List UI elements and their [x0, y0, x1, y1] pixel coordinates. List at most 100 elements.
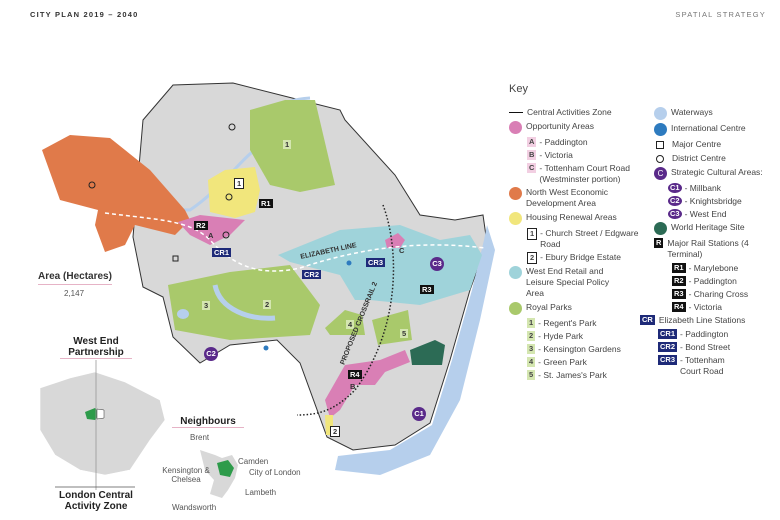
opportunity-area-b [325, 350, 410, 418]
badge: R2 [672, 276, 686, 286]
key-item: - Paddington [680, 329, 729, 339]
key-item: - Bond Street [680, 342, 731, 352]
housing-area-2 [325, 415, 333, 435]
key-column-left: Central Activities Zone Opportunity Area… [509, 107, 644, 383]
international-centre-icon [654, 123, 667, 136]
inset-caz-title: London Central Activity Zone [59, 490, 133, 512]
waterway-thames [335, 225, 495, 475]
badge: CR2 [658, 342, 678, 352]
key-item: - Regent's Park [538, 318, 597, 328]
badge: 1 [527, 318, 536, 328]
park-regents [250, 100, 335, 192]
caz-line-icon [509, 112, 523, 113]
badge: CR3 [658, 355, 678, 365]
key-item: - Charing Cross [688, 289, 749, 299]
neighbour-city-of-london: City of London [249, 468, 301, 477]
badge: 2 [527, 252, 538, 264]
key-item: - St. James's Park [538, 370, 607, 380]
key-cultural: Strategic Cultural Areas: [671, 167, 763, 177]
opportunity-icon [509, 121, 522, 134]
key-waterways: Waterways [671, 107, 713, 117]
badge: 3 [527, 344, 536, 354]
badge: R3 [672, 289, 686, 299]
neighbour-brent: Brent [190, 433, 210, 442]
badge: R1 [672, 263, 686, 273]
housing-area-1 [208, 167, 260, 218]
key-item: - Ebury Bridge Estate [540, 252, 621, 262]
housing-icon [509, 212, 522, 225]
elizabeth-line-icon: CR [640, 315, 655, 325]
key-nw: North West Economic Development Area [526, 187, 609, 208]
round-pond [177, 309, 189, 319]
neighbour-kensington-chelsea: Kensington & Chelsea [162, 466, 210, 484]
nw-economic-area [42, 135, 190, 252]
badge: 5 [527, 370, 536, 380]
badge: B [527, 150, 537, 160]
major-centre-icon [656, 141, 664, 149]
key-item: - Marylebone [688, 263, 739, 273]
key-item: - Knightsbridge [684, 196, 742, 206]
serpentine [212, 284, 276, 321]
nw-area-icon [509, 187, 522, 200]
neighbours-title: Neighbours [172, 416, 244, 428]
key-item: - Tottenham Court Road [680, 355, 725, 376]
key-item: - Hyde Park [538, 331, 584, 341]
world-heritage-site [410, 340, 445, 365]
badge: C2 [668, 196, 682, 206]
badge: 4 [527, 357, 536, 367]
key-item: - Victoria [688, 302, 722, 312]
document-title: CITY PLAN 2019 – 2040 [30, 10, 139, 19]
key-eliz: Elizabeth Line Stations [658, 315, 746, 325]
key-item: - Paddington [688, 276, 737, 286]
west-end-icon [509, 266, 522, 279]
crossrail-2-line [296, 204, 395, 416]
map-key: Key Central Activities Zone Opportunity … [509, 84, 779, 383]
badge: C1 [668, 183, 682, 193]
district-centre-icon [656, 155, 664, 163]
area-value: 2,147 [64, 289, 85, 298]
key-opportunity: Opportunity Areas [526, 121, 595, 131]
key-west-end: West End Retail and Leisure Special Poli… [526, 266, 610, 298]
international-centre-icon [346, 260, 352, 266]
key-title: Key [509, 83, 528, 95]
inset-west-end-title: West End Partnership [60, 336, 132, 359]
key-whs: World Heritage Site [671, 222, 745, 232]
key-item: - Millbank [684, 183, 721, 193]
key-column-right: Waterways International Centre Major Cen… [640, 107, 779, 383]
neighbour-wandsworth: Wandsworth [172, 503, 217, 512]
world-heritage-icon [654, 222, 667, 235]
district-centre-icons [88, 123, 236, 239]
royal-parks-icon [509, 302, 522, 315]
key-district: District Centre [672, 153, 726, 163]
key-housing: Housing Renewal Areas [526, 212, 617, 222]
opportunity-area-c [385, 233, 405, 248]
key-major: Major Centre [672, 139, 722, 149]
badge: 2 [527, 331, 536, 341]
key-item: - Green Park [538, 357, 587, 367]
key-item: - Kensington Gardens [538, 344, 621, 354]
international-centre-icon [263, 345, 269, 351]
major-centre-icon [172, 255, 179, 262]
key-international: International Centre [671, 123, 746, 133]
park-green [325, 310, 365, 335]
neighbour-camden: Camden [238, 457, 269, 466]
cultural-icon: C [654, 167, 667, 180]
section-title: SPATIAL STRATEGY [675, 10, 766, 19]
key-parks: Royal Parks [526, 302, 572, 312]
key-item: - Tottenham Court Road (Westminster port… [539, 163, 630, 184]
badge: 1 [527, 228, 538, 240]
key-rail: Major Rail Stations (4 Terminal) [667, 238, 749, 259]
elizabeth-line [104, 212, 486, 272]
key-caz: Central Activities Zone [527, 107, 612, 117]
park-hyde-kensington [168, 265, 320, 340]
key-item: - Victoria [539, 150, 573, 160]
badge: C3 [668, 209, 682, 219]
neighbour-lambeth: Lambeth [245, 488, 277, 497]
badge: CR1 [658, 329, 678, 339]
key-item: - Church Street / Edgware Road [540, 228, 639, 249]
key-item: - Paddington [539, 137, 588, 147]
badge: R4 [672, 302, 686, 312]
key-item: - West End [684, 209, 727, 219]
badge: A [527, 137, 537, 147]
